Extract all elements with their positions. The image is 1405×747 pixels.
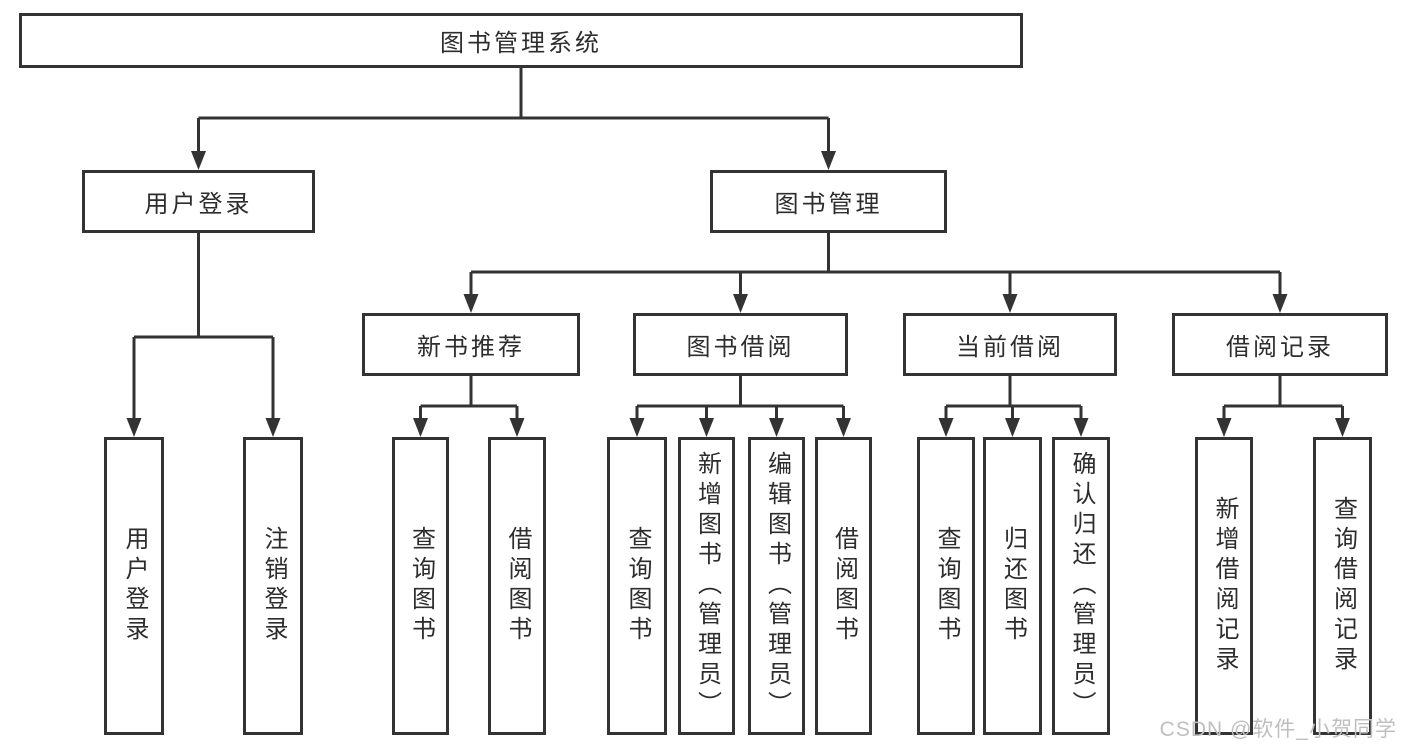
node-label: 借阅图书 <box>504 526 531 646</box>
node-label: 查询借阅记录 <box>1329 496 1357 676</box>
leaf-user-login: 用户登录 <box>104 437 164 735</box>
node-new-book-recommend: 新书推荐 <box>362 313 580 376</box>
node-label: 查询图书 <box>933 526 960 646</box>
node-label: 借阅记录 <box>1226 334 1334 361</box>
node-root-system: 图书管理系统 <box>19 13 1023 68</box>
leaf-query-books-recommend: 查询图书 <box>392 437 449 735</box>
node-label: 确认归还（管理员） <box>1068 451 1095 721</box>
node-label: 查询图书 <box>624 526 651 646</box>
leaf-borrow-books-recommend: 借阅图书 <box>488 437 546 735</box>
node-label: 归还图书 <box>999 526 1027 646</box>
csdn-watermark: CSDN @软件_小贺同学 <box>1159 718 1397 741</box>
leaf-logout: 注销登录 <box>243 437 303 735</box>
node-label: 注销登录 <box>260 526 287 646</box>
connector-root-to-level2 <box>191 68 836 170</box>
leaf-return-books: 归还图书 <box>983 437 1042 735</box>
node-label: 查询图书 <box>407 526 435 646</box>
leaf-add-books-admin: 新增图书（管理员） <box>678 437 735 735</box>
node-label: 借阅图书 <box>830 526 858 646</box>
node-label: 新增图书（管理员） <box>693 451 721 721</box>
connector-book-borrow-to-leaves <box>629 376 851 437</box>
node-label: 新书推荐 <box>417 334 525 361</box>
node-label: 用户登录 <box>121 526 148 646</box>
node-label: 图书管理系统 <box>440 30 602 57</box>
node-user-login: 用户登录 <box>82 170 315 233</box>
node-borrowing-records: 借阅记录 <box>1172 313 1388 376</box>
leaf-add-borrow-record: 新增借阅记录 <box>1195 437 1253 735</box>
leaf-query-books-borrow: 查询图书 <box>607 437 667 735</box>
connector-user-login-to-leaves <box>126 233 281 437</box>
leaf-confirm-return-admin: 确认归还（管理员） <box>1052 437 1110 735</box>
node-label: 新增借阅记录 <box>1211 496 1238 676</box>
connector-book-mgmt-to-level3 <box>463 233 1288 313</box>
node-label: 图书管理 <box>774 191 883 218</box>
leaf-query-borrow-record: 查询借阅记录 <box>1313 437 1372 735</box>
node-book-borrowing: 图书借阅 <box>633 313 848 376</box>
leaf-borrow-books: 借阅图书 <box>815 437 872 735</box>
leaf-edit-books-admin: 编辑图书（管理员） <box>748 437 805 735</box>
node-current-borrowing: 当前借阅 <box>903 313 1117 376</box>
node-label: 编辑图书（管理员） <box>763 451 791 721</box>
leaf-query-books-current: 查询图书 <box>917 437 975 735</box>
node-label: 用户登录 <box>144 191 253 218</box>
connector-borrow-record-to-leaves <box>1216 376 1350 437</box>
node-label: 图书借阅 <box>686 334 795 361</box>
node-label: 当前借阅 <box>956 334 1064 361</box>
connector-current-borrow-to-leaves <box>938 376 1089 437</box>
node-book-management: 图书管理 <box>710 170 947 233</box>
connector-new-book-to-leaves <box>413 376 525 437</box>
